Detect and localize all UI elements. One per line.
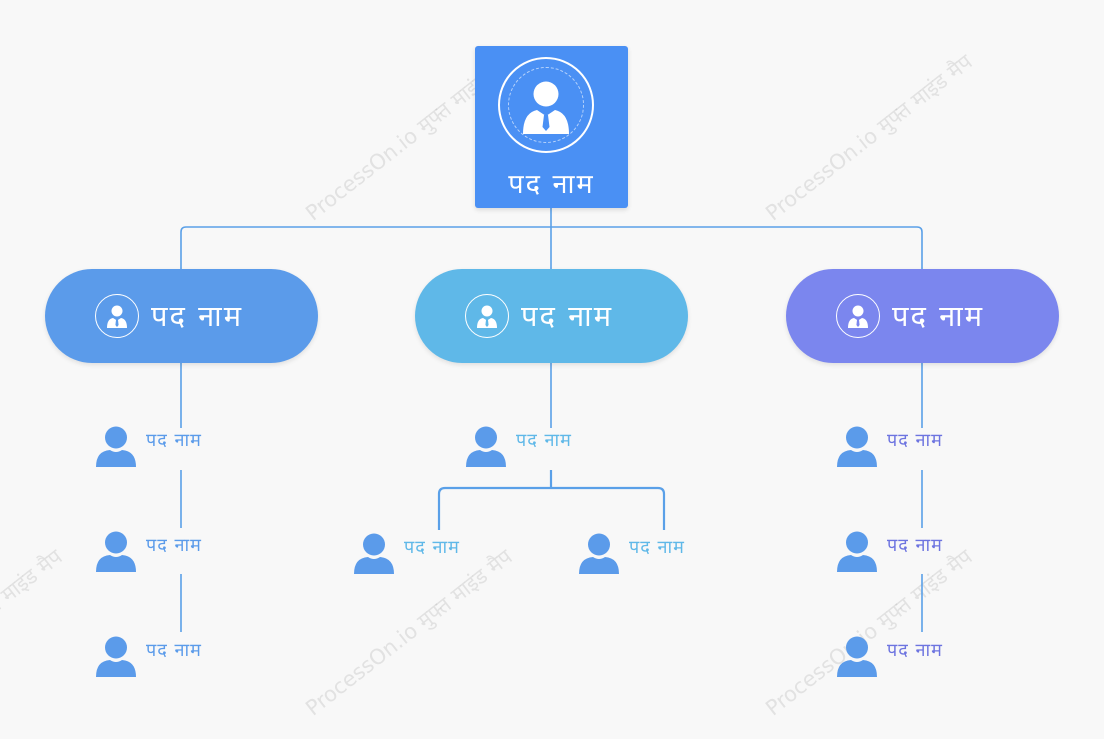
leaf-label[interactable]: पद नाम (146, 640, 202, 661)
user-tie-icon (106, 305, 127, 328)
leaf-label[interactable]: पद नाम (146, 430, 202, 451)
user-tie-icon (476, 305, 497, 328)
branch-avatar (836, 294, 880, 338)
user-icon (354, 533, 394, 574)
root-avatar (498, 57, 594, 153)
branch-node-middle[interactable]: पद नाम (415, 269, 688, 363)
branch-title: पद नाम (892, 299, 985, 333)
leaf-label[interactable]: पद नाम (146, 535, 202, 556)
leaf-label[interactable]: पद नाम (887, 430, 943, 451)
root-node[interactable]: पद नाम (475, 46, 628, 208)
user-tie-icon (847, 305, 868, 328)
branch-title: पद नाम (521, 299, 614, 333)
branch-avatar (465, 294, 509, 338)
branch-node-right[interactable]: पद नाम (786, 269, 1059, 363)
branch-node-left[interactable]: पद नाम (45, 269, 318, 363)
user-icon (96, 426, 136, 467)
leaf-label[interactable]: पद नाम (516, 430, 572, 451)
user-icon (96, 531, 136, 572)
leaf-label[interactable]: पद नाम (629, 537, 685, 558)
connector-bus (180, 226, 923, 269)
user-icon (579, 533, 619, 574)
user-tie-icon (523, 81, 569, 134)
branch-avatar (95, 294, 139, 338)
leaf-label[interactable]: पद नाम (404, 537, 460, 558)
connector-mid-split (437, 470, 666, 530)
root-title: पद नाम (508, 169, 595, 200)
user-icon (466, 426, 506, 467)
user-icon (837, 636, 877, 677)
branch-title: पद नाम (151, 299, 244, 333)
user-icon (837, 426, 877, 467)
leaf-label[interactable]: पद नाम (887, 640, 943, 661)
leaf-label[interactable]: पद नाम (887, 535, 943, 556)
user-icon (96, 636, 136, 677)
user-icon (837, 531, 877, 572)
